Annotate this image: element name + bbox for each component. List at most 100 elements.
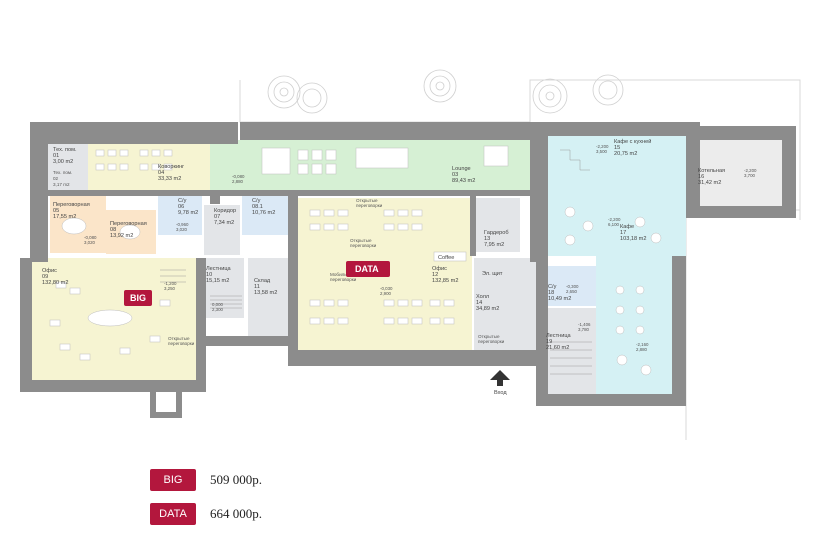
note-open-meeting-2b: переговорки — [350, 243, 377, 248]
room-label-line: 12 — [432, 272, 438, 278]
room-label-line: Лестница — [206, 266, 232, 272]
tree-icon — [267, 69, 624, 114]
room-label-line: 13 — [484, 236, 490, 242]
room-label-line: Тех. пом. — [53, 147, 77, 153]
level-value: 2,880 — [232, 179, 244, 184]
level-value: -2,200 — [744, 168, 757, 173]
note-open-meeting-4b: переговорки — [168, 341, 195, 346]
zone-r01 — [48, 144, 88, 168]
room-label-line: 132,80 m2 — [42, 280, 68, 286]
legend-price-big: 509 000р. — [210, 472, 262, 487]
level-value: 2,650 — [566, 289, 578, 294]
zone-r16 — [694, 140, 784, 206]
el-shield-label: Эл. щит — [482, 271, 503, 277]
room-label-line: 16 — [698, 174, 704, 180]
legend-item-data: DATA 664 000р. — [150, 503, 262, 525]
room-label-line: Тех. пом. — [53, 170, 72, 175]
room-label-line: 103,18 m2 — [620, 236, 646, 242]
room-label-line: 13,92 m2 — [110, 233, 133, 239]
tag-big: BIG — [124, 290, 152, 306]
room-label-line: Lounge — [452, 166, 471, 172]
room-label-line: Офис — [432, 266, 447, 272]
entrance-arrow-icon — [490, 370, 510, 386]
zone-r04 — [88, 144, 210, 190]
room-label-line: 19 — [546, 339, 552, 345]
room-label-line: 08 — [110, 227, 116, 233]
zone-r06 — [158, 195, 202, 235]
room-label-line: 15 — [614, 145, 620, 151]
entrance-label: Вход — [494, 390, 507, 396]
room-label-line: 11 — [254, 284, 260, 290]
room-label-line: Склад — [254, 278, 271, 284]
note-open-meeting-1: Открытые — [356, 198, 378, 203]
level-value: 6,100 — [608, 222, 620, 227]
room-label-line: 06 — [178, 204, 184, 210]
room-label-line: 05 — [53, 208, 59, 214]
room-label-line: 15,15 m2 — [206, 278, 229, 284]
level-value: -0,080 — [232, 174, 245, 179]
room-label-line: 01 — [53, 153, 59, 159]
stairs — [160, 149, 592, 375]
legend-badge-data: DATA — [150, 503, 196, 525]
level-value: 3,020 — [84, 240, 96, 245]
room-label-line: 04 — [158, 170, 164, 176]
room-label-line: 20,75 m2 — [614, 151, 637, 157]
zone-r07 — [204, 205, 240, 255]
room-label-line: 21,60 m2 — [546, 345, 569, 351]
level-value: 2,900 — [380, 291, 392, 296]
room-label-line: Офис — [42, 268, 57, 274]
zone-r17b — [596, 256, 672, 396]
zone-r18 — [546, 266, 596, 306]
legend-item-big: BIG 509 000р. — [150, 469, 262, 491]
furniture — [49, 145, 662, 376]
note-open-meeting-5: Открытые — [478, 334, 500, 339]
level-value: -2,160 — [636, 342, 649, 347]
svg-text:DATA: DATA — [355, 264, 379, 274]
room-label-line: 13,58 m2 — [254, 290, 277, 296]
note-mobile-meeting: Мобильные — [330, 272, 356, 277]
zone-r19 — [546, 308, 596, 394]
room-label-line: 18 — [548, 290, 554, 296]
room-label-line: Гардероб — [484, 230, 509, 236]
note-open-meeting-4: Открытые — [168, 336, 190, 341]
room-label-line: С/у — [252, 198, 261, 204]
room-label-line: 08.1 — [252, 204, 263, 210]
room-label-line: 3,17 m2 — [53, 182, 70, 187]
zone-r081 — [242, 195, 288, 235]
level-value: -0,960 — [176, 222, 189, 227]
room-label-line: 89,43 m2 — [452, 178, 475, 184]
room-label-line: 10,76 m2 — [252, 210, 275, 216]
room-label-line: 31,42 m2 — [698, 180, 721, 186]
room-label-line: 03 — [452, 172, 458, 178]
note-open-meeting-2: Открытые — [350, 238, 372, 243]
room-label-line: 132,85 m2 — [432, 278, 458, 284]
level-value: -2,200 — [596, 144, 609, 149]
room-label-line: 9,78 m2 — [178, 210, 198, 216]
level-value: -1,200 — [164, 281, 177, 286]
zone-r02 — [48, 168, 88, 190]
level-value: 2,880 — [636, 347, 648, 352]
room-label-line: 7,95 m2 — [484, 242, 504, 248]
room-label-line: 07 — [214, 214, 220, 220]
